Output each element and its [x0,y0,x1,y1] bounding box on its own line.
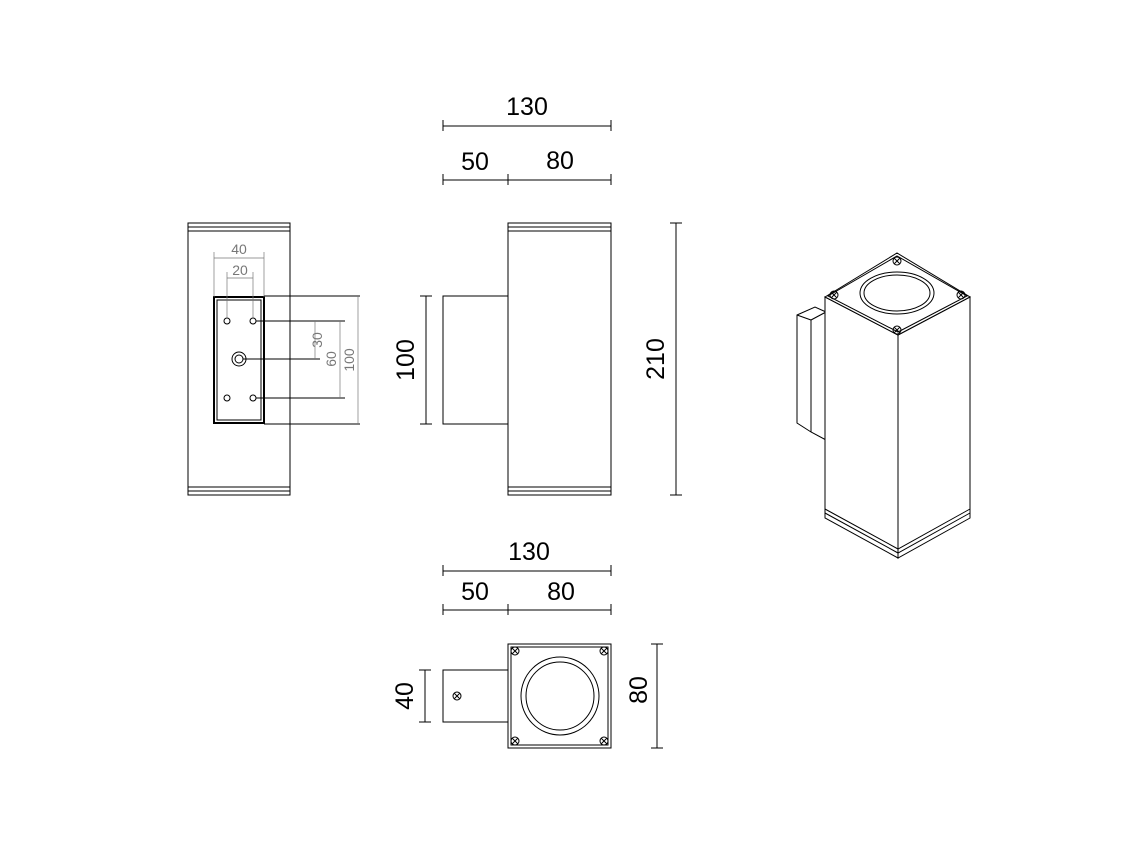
screw-icon [510,646,520,656]
dim-hole-spacing-x: 20 [232,262,248,278]
mounting-hole [249,394,257,402]
iso-lens-outer [859,271,935,315]
mounting-hole [223,394,231,402]
screw-icon [829,290,839,300]
back-view-mounting-plate [213,296,265,424]
dim-body-width: 80 [625,676,653,704]
screw-icon [599,736,609,746]
dim-body-depth-top: 80 [547,578,575,606]
screw-icon [452,691,462,701]
dim-hole-spacing-y: 60 [323,351,339,367]
dim-bracket-height: 100 [392,339,420,381]
dim-bracket-width: 40 [391,682,419,710]
screw-icon [892,256,902,266]
top-view-lens-inner [525,661,595,731]
screw-icon [510,736,520,746]
dim-body-depth: 80 [546,147,574,175]
screw-icon [956,290,966,300]
side-view-body [507,222,612,496]
mounting-hole [249,317,257,325]
side-view: 130 50 80 100 210 [392,93,682,496]
dim-hole-spacing-y-small: 30 [309,332,325,348]
iso-lens-inner [863,274,931,312]
dim-overall-width: 130 [506,93,548,121]
isometric-view [796,252,972,559]
screw-icon [892,325,902,335]
back-view: 40 20 30 60 100 [187,222,360,496]
iso-top-face [823,252,972,336]
dim-bracket-depth-top: 50 [461,578,489,606]
dim-plate-width: 40 [231,241,247,257]
side-view-bracket [442,295,509,425]
dim-body-height: 210 [642,338,670,380]
top-view-lens-outer [520,656,600,736]
top-view: 130 50 80 40 [391,538,663,749]
dim-plate-height: 100 [341,348,357,372]
screw-icon [599,646,609,656]
mounting-hole [223,317,231,325]
top-view-body [507,643,612,749]
dim-bracket-depth: 50 [461,148,489,176]
dim-overall-width-top: 130 [508,538,550,566]
